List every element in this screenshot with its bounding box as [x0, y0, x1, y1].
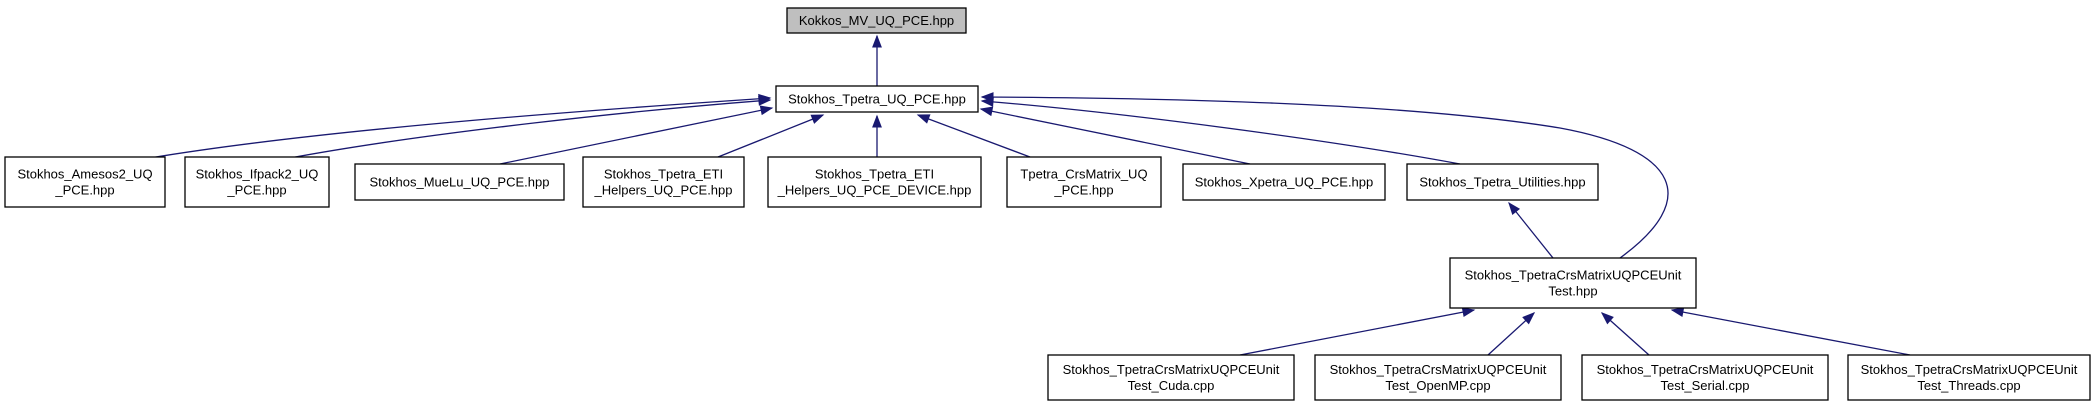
node-label: _Helpers_UQ_PCE.hpp	[593, 183, 732, 198]
edges-layer	[149, 34, 1911, 356]
node-crsmatrix[interactable]: Tpetra_CrsMatrix_UQ_PCE.hpp	[1006, 156, 1162, 208]
arrow-head-icon	[872, 34, 882, 48]
node-box	[1182, 163, 1386, 201]
arrow-head-icon	[1522, 312, 1536, 325]
node-xpetra[interactable]: Stokhos_Xpetra_UQ_PCE.hpp	[1182, 163, 1386, 201]
arrow-head-icon	[1600, 312, 1614, 325]
arrow-head-icon	[810, 114, 825, 124]
node-label: Stokhos_TpetraCrsMatrixUQPCEUnit	[1465, 268, 1682, 283]
node-label: Test_Cuda.cpp	[1128, 378, 1215, 393]
edge-eti_helpers_device-to-tpetra_uq	[872, 114, 882, 157]
node-box	[354, 163, 565, 201]
node-test_serial[interactable]: Stokhos_TpetraCrsMatrixUQPCEUnitTest_Ser…	[1581, 354, 1829, 401]
node-box	[775, 85, 979, 113]
edge-test_cuda-to-unit_test	[1239, 307, 1476, 356]
node-label: Test_Serial.cpp	[1661, 378, 1750, 393]
node-box	[1006, 156, 1162, 208]
node-test_cuda[interactable]: Stokhos_TpetraCrsMatrixUQPCEUnitTest_Cud…	[1047, 354, 1295, 401]
edge-line	[289, 99, 771, 159]
edge-ifpack2-to-tpetra_uq	[289, 95, 772, 159]
edge-crsmatrix-to-tpetra_uq	[916, 114, 1031, 158]
nodes-layer: Kokkos_MV_UQ_PCE.hppStokhos_Tpetra_UQ_PC…	[4, 7, 2091, 401]
node-label: Stokhos_TpetraCrsMatrixUQPCEUnit	[1063, 362, 1280, 377]
node-label: Stokhos_MueLu_UQ_PCE.hpp	[370, 175, 550, 190]
node-box	[4, 156, 166, 208]
edge-line	[1508, 202, 1554, 259]
node-label: Test_Threads.cpp	[1917, 378, 2020, 393]
edge-amesos2-to-tpetra_uq	[149, 93, 772, 159]
arrow-head-icon	[979, 106, 994, 117]
edge-unit_test-to-tpetra_uq	[980, 92, 1669, 259]
node-label: Test.hpp	[1548, 284, 1597, 299]
edge-line	[1239, 309, 1475, 356]
node-label: Stokhos_TpetraCrsMatrixUQPCEUnit	[1861, 362, 2078, 377]
arrow-head-icon	[916, 114, 931, 124]
node-box	[767, 156, 982, 208]
node-box	[1406, 163, 1599, 201]
node-box	[1449, 257, 1697, 309]
edge-utilities-to-tpetra_uq	[980, 97, 1461, 165]
arrow-head-icon	[1461, 307, 1476, 318]
node-tpetra_uq[interactable]: Stokhos_Tpetra_UQ_PCE.hpp	[775, 85, 979, 113]
node-label: Stokhos_Tpetra_Utilities.hpp	[1419, 175, 1585, 190]
node-test_threads[interactable]: Stokhos_TpetraCrsMatrixUQPCEUnitTest_Thr…	[1847, 354, 2091, 401]
node-label: Stokhos_Tpetra_ETI	[604, 167, 723, 182]
edge-line	[499, 107, 773, 165]
node-label: Tpetra_CrsMatrix_UQ	[1020, 167, 1147, 182]
node-eti_helpers[interactable]: Stokhos_Tpetra_ETI_Helpers_UQ_PCE.hpp	[582, 156, 745, 208]
edge-unit_test-to-utilities	[1508, 201, 1554, 259]
edge-test_serial-to-unit_test	[1600, 312, 1650, 356]
arrow-head-icon	[872, 114, 882, 128]
node-kokkos_mv[interactable]: Kokkos_MV_UQ_PCE.hpp	[786, 7, 967, 34]
node-box	[1314, 354, 1562, 401]
node-muelu[interactable]: Stokhos_MueLu_UQ_PCE.hpp	[354, 163, 565, 201]
edge-line	[1671, 309, 1911, 356]
arrow-head-icon	[980, 92, 994, 102]
node-label: Stokhos_Amesos2_UQ	[17, 167, 152, 182]
arrow-head-icon	[758, 95, 772, 106]
node-label: Test_OpenMP.cpp	[1385, 378, 1490, 393]
edge-xpetra-to-tpetra_uq	[979, 106, 1251, 165]
node-box	[1847, 354, 2091, 401]
edge-line	[980, 108, 1251, 165]
node-ifpack2[interactable]: Stokhos_Ifpack2_UQ_PCE.hpp	[184, 156, 330, 208]
edge-line	[981, 96, 1669, 259]
node-label: Stokhos_Xpetra_UQ_PCE.hpp	[1195, 175, 1374, 190]
arrow-head-icon	[759, 105, 774, 116]
node-test_openmp[interactable]: Stokhos_TpetraCrsMatrixUQPCEUnitTest_Ope…	[1314, 354, 1562, 401]
node-box	[1047, 354, 1295, 401]
arrow-head-icon	[1670, 307, 1685, 317]
node-utilities[interactable]: Stokhos_Tpetra_Utilities.hpp	[1406, 163, 1599, 201]
node-label: _Helpers_UQ_PCE_DEVICE.hpp	[777, 183, 972, 198]
node-box	[786, 7, 967, 34]
node-box	[582, 156, 745, 208]
node-label: _PCE.hpp	[226, 183, 286, 198]
node-label: Kokkos_MV_UQ_PCE.hpp	[799, 13, 954, 28]
edge-line	[981, 100, 1461, 165]
node-label: _PCE.hpp	[54, 183, 114, 198]
node-eti_helpers_device[interactable]: Stokhos_Tpetra_ETI_Helpers_UQ_PCE_DEVICE…	[767, 156, 982, 208]
node-label: _PCE.hpp	[1053, 183, 1113, 198]
node-label: Stokhos_TpetraCrsMatrixUQPCEUnit	[1330, 362, 1547, 377]
edge-test_openmp-to-unit_test	[1487, 312, 1536, 356]
edge-line	[917, 114, 1031, 158]
node-label: Stokhos_Tpetra_UQ_PCE.hpp	[788, 92, 966, 107]
edge-line	[149, 97, 771, 159]
arrow-head-icon	[1508, 201, 1521, 216]
node-label: Stokhos_Ifpack2_UQ	[196, 167, 319, 182]
node-label: Stokhos_TpetraCrsMatrixUQPCEUnit	[1597, 362, 1814, 377]
edge-eti_helpers-to-tpetra_uq	[717, 114, 825, 158]
node-label: Stokhos_Tpetra_ETI	[815, 167, 934, 182]
node-box	[184, 156, 330, 208]
edge-tpetra_uq-to-kokkos_mv	[872, 34, 882, 86]
edge-line	[717, 114, 824, 158]
node-box	[1581, 354, 1829, 401]
edge-muelu-to-tpetra_uq	[499, 105, 774, 165]
node-amesos2[interactable]: Stokhos_Amesos2_UQ_PCE.hpp	[4, 156, 166, 208]
edge-test_threads-to-unit_test	[1670, 307, 1911, 356]
